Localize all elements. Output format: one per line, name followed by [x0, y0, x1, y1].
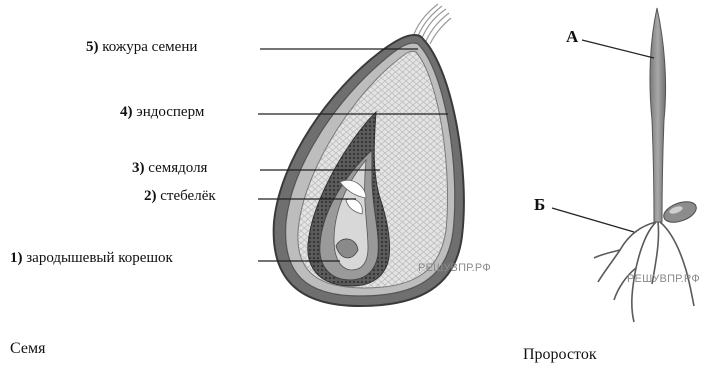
- sprout-letter-a: А: [566, 27, 578, 47]
- sprout-letter-b: Б: [534, 195, 545, 215]
- label-endosperm: 4) эндосперм: [120, 103, 204, 121]
- sprout-leader-lines: [552, 40, 654, 232]
- label-cotyledon: 3) семядоля: [132, 159, 207, 177]
- label-stem: 2) стебелёк: [144, 187, 216, 205]
- label-cotyledon-number: 3): [132, 160, 145, 176]
- seed-caption: Семя: [10, 340, 45, 358]
- label-radicle-text: зародышевый корешок: [26, 250, 173, 266]
- seed-watermark: РЕШУВПР.РФ: [418, 262, 491, 274]
- label-stem-text: стебелёк: [160, 188, 215, 204]
- label-endosperm-number: 4): [120, 104, 133, 120]
- label-seed-coat-text: кожура семени: [102, 39, 197, 55]
- label-cotyledon-text: семядоля: [148, 160, 207, 176]
- label-seed-coat-number: 5): [86, 39, 99, 55]
- label-radicle-number: 1): [10, 250, 23, 266]
- sprout-watermark: РЕШУВПР.РФ: [627, 273, 700, 285]
- sprout-caption: Проросток: [523, 346, 597, 364]
- label-endosperm-text: эндосперм: [136, 104, 204, 120]
- label-stem-number: 2): [144, 188, 157, 204]
- label-radicle: 1) зародышевый корешок: [10, 249, 173, 267]
- label-seed-coat: 5) кожура семени: [86, 38, 197, 56]
